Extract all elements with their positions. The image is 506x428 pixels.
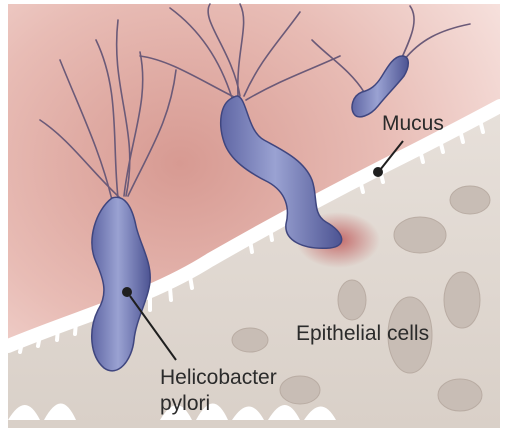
mucus-label: Mucus [382, 112, 444, 135]
helicobacter-label: Helicobacter [160, 366, 277, 389]
pylori-label: pylori [160, 392, 210, 415]
epithelial-cells-label: Epithelial cells [296, 322, 429, 345]
